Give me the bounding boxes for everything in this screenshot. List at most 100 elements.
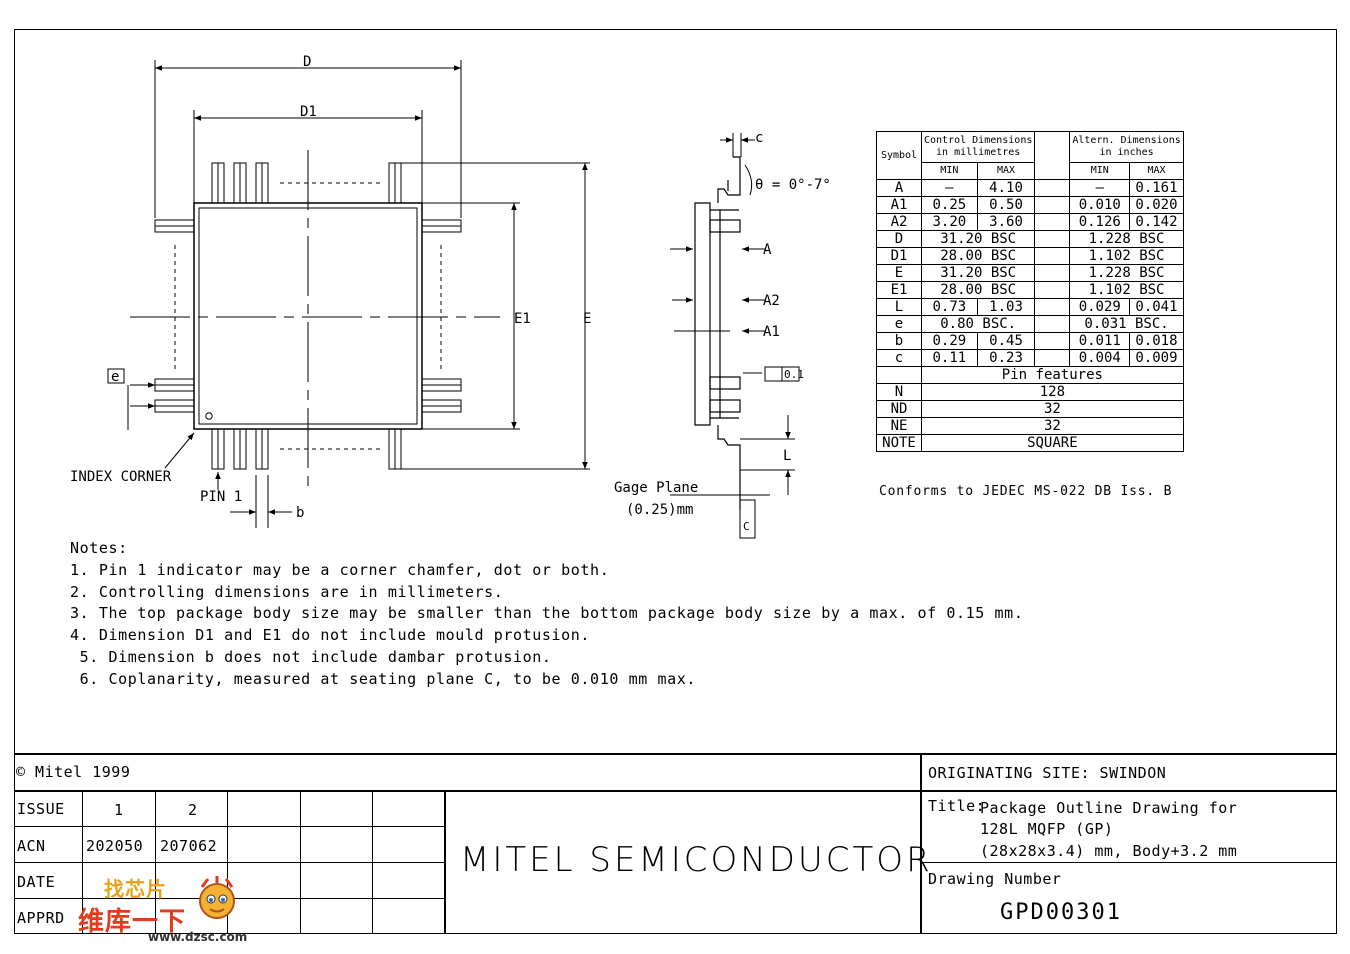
- issue-2: 2: [188, 801, 198, 819]
- pin-row-value: 32: [921, 417, 1184, 435]
- originating-site: ORIGINATING SITE: SWINDON: [928, 764, 1167, 782]
- dim-A2-label: A2: [763, 293, 780, 309]
- row-in-min: 0.126: [1069, 213, 1131, 231]
- index-corner-label: INDEX CORNER: [70, 469, 172, 485]
- mascot-icon: [199, 876, 235, 919]
- note-item: 5. Dimension b does not include dambar p…: [70, 647, 552, 666]
- acn-label: ACN: [17, 837, 46, 855]
- watermark-url: www.dzsc.com: [148, 930, 248, 944]
- row-mm-value: 28.00 BSC: [920, 247, 1036, 265]
- issue-1: 1: [114, 801, 124, 819]
- watermark-line1: 找芯片: [104, 877, 167, 901]
- row-in-min: 0.010: [1069, 196, 1131, 214]
- pin-features-heading: Pin features: [921, 366, 1184, 384]
- table-row: E1 28.00 BSC 1.102 BSC: [876, 281, 1184, 299]
- dim-E-label: E: [583, 311, 591, 327]
- row-spacer: [1034, 264, 1071, 282]
- table-row: b 0.29 0.45 0.011 0.018: [876, 332, 1184, 350]
- drawing-number-label: Drawing Number: [928, 870, 1062, 888]
- header-control-1: Control Dimensions: [924, 135, 1033, 146]
- gage-plane-value: (0.25)mm: [626, 502, 693, 518]
- pin-row-value: 128: [921, 383, 1184, 401]
- row-in-max: 0.018: [1129, 332, 1184, 350]
- pin-row-symbol: ND: [876, 400, 922, 418]
- note-item: 2. Controlling dimensions are in millime…: [70, 582, 504, 601]
- dim-L-label: L: [783, 448, 791, 464]
- row-symbol: A1: [876, 196, 922, 214]
- note-item: 4. Dimension D1 and E1 do not include mo…: [70, 626, 591, 645]
- pin-features-spacer: [876, 366, 922, 384]
- row-in-value: 0.031 BSC.: [1069, 315, 1184, 333]
- gage-plane-label: Gage Plane: [614, 480, 698, 496]
- theta-label: θ = 0°-7°: [755, 177, 831, 193]
- row-mm-min: —: [921, 179, 978, 197]
- coplanarity-value: 0.1: [784, 368, 804, 381]
- table-row: A — 4.10 — 0.161: [876, 179, 1184, 197]
- row-in-min: 0.004: [1069, 349, 1131, 367]
- row-in-max: 0.020: [1129, 196, 1184, 214]
- row-spacer: [1034, 213, 1071, 231]
- table-row: ND 32: [876, 400, 1184, 418]
- date-label: DATE: [17, 873, 56, 891]
- pin1-label: PIN 1: [200, 489, 242, 505]
- row-in-max: 0.041: [1129, 298, 1184, 316]
- pin-row-symbol: N: [876, 383, 922, 401]
- pin-row-value: SQUARE: [921, 434, 1184, 452]
- row-mm-value: 31.20 BSC: [920, 264, 1036, 282]
- row-symbol: E: [876, 264, 922, 282]
- dim-D-label: D: [303, 54, 311, 70]
- row-mm-value: 28.00 BSC: [920, 281, 1036, 299]
- copyright: © Mitel 1999: [16, 763, 131, 781]
- row-in-value: 1.228 BSC: [1069, 264, 1184, 282]
- pin-row-symbol: NE: [876, 417, 922, 435]
- row-mm-max: 4.10: [976, 179, 1036, 197]
- table-row: A1 0.25 0.50 0.010 0.020: [876, 196, 1184, 214]
- row-spacer: [1034, 349, 1071, 367]
- side-view-drawing: c θ = 0°-7° A A2 A1 0.1 L Gage Plane (0.…: [614, 130, 831, 539]
- row-spacer: [1034, 281, 1071, 299]
- row-symbol: A2: [876, 213, 922, 231]
- row-in-max: 0.161: [1129, 179, 1184, 197]
- drawing-frame: [14, 29, 1337, 934]
- company-name: MITEL SEMICONDUCTOR: [460, 840, 933, 880]
- title-line-1: Package Outline Drawing for: [980, 799, 1238, 817]
- row-spacer: [1034, 179, 1071, 197]
- title-line-3: (28x28x3.4) mm, Body+3.2 mm: [980, 842, 1238, 860]
- dim-D1-label: D1: [300, 104, 317, 120]
- dim-b-label: b: [296, 505, 304, 521]
- title-line-2: 128L MQFP (GP): [980, 820, 1114, 838]
- row-spacer: [1034, 196, 1071, 214]
- pin-row-symbol: NOTE: [876, 434, 922, 452]
- row-mm-max: 0.45: [976, 332, 1036, 350]
- watermark-line2: 维库一下: [78, 907, 187, 937]
- row-in-value: 1.228 BSC: [1069, 230, 1184, 248]
- header-in-max: MAX: [1129, 162, 1184, 180]
- acn-2: 207062: [160, 837, 218, 855]
- row-in-max: 0.009: [1129, 349, 1184, 367]
- row-symbol: c: [876, 349, 922, 367]
- row-symbol: b: [876, 332, 922, 350]
- issue-label: ISSUE: [17, 800, 65, 818]
- table-row: D 31.20 BSC 1.228 BSC: [876, 230, 1184, 248]
- row-spacer: [1034, 332, 1071, 350]
- note-item: 3. The top package body size may be smal…: [70, 604, 1024, 623]
- row-symbol: D: [876, 230, 922, 248]
- title-label: Title:: [928, 797, 986, 815]
- row-symbol: E1: [876, 281, 922, 299]
- table-row: D1 28.00 BSC 1.102 BSC: [876, 247, 1184, 265]
- dim-E1-label: E1: [514, 311, 531, 327]
- dim-c-label: c: [755, 130, 763, 146]
- row-mm-max: 1.03: [976, 298, 1036, 316]
- row-in-value: 1.102 BSC: [1069, 247, 1184, 265]
- table-row: NOTE SQUARE: [876, 434, 1184, 452]
- row-mm-value: 31.20 BSC: [920, 230, 1036, 248]
- row-symbol: A: [876, 179, 922, 197]
- row-in-value: 1.102 BSC: [1069, 281, 1184, 299]
- row-in-min: —: [1069, 179, 1131, 197]
- note-item: 1. Pin 1 indicator may be a corner chamf…: [70, 560, 610, 579]
- row-spacer: [1034, 315, 1071, 333]
- apprd-label: APPRD: [17, 909, 65, 927]
- dimensions-table: Symbol Control Dimensions in millimetres…: [876, 131, 1184, 452]
- header-control-2: in millimetres: [936, 147, 1021, 158]
- dim-e-label: e: [111, 369, 119, 385]
